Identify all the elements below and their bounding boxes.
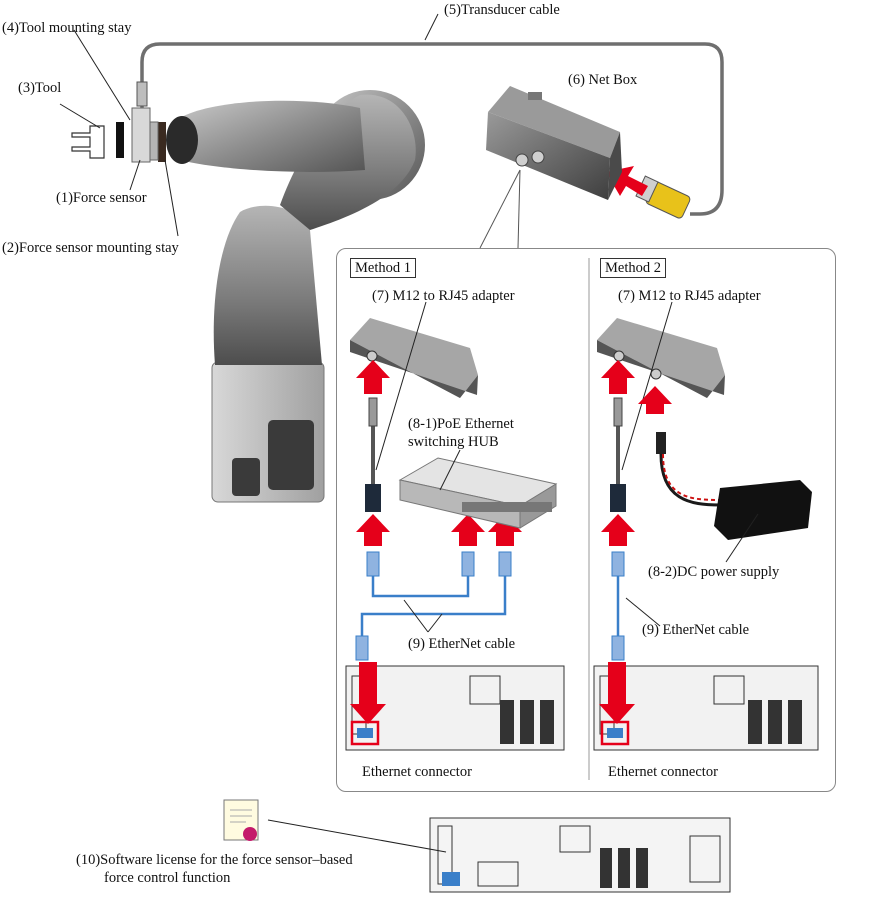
main-controller bbox=[429, 817, 731, 893]
method1-connector-label: Ethernet connector bbox=[362, 764, 472, 780]
label-transducer-cable: (5)Transducer cable bbox=[444, 2, 560, 18]
method2-power-label: (8-2)DC power supply bbox=[648, 564, 780, 580]
method1-cable-label: (9) EtherNet cable bbox=[408, 636, 516, 652]
m1-arrow-b bbox=[356, 514, 390, 546]
m1-arrow-c bbox=[451, 514, 485, 546]
m2-arrow-c bbox=[601, 514, 635, 546]
method1-netbox bbox=[350, 318, 478, 398]
method2-adapter-label: (7) M12 to RJ45 adapter bbox=[618, 288, 761, 304]
m2-ethernet-cable bbox=[611, 551, 625, 661]
robot-arm bbox=[166, 90, 425, 503]
method2-connector-label: Ethernet connector bbox=[608, 764, 718, 780]
transducer-connector bbox=[635, 175, 691, 219]
method2-netbox bbox=[597, 318, 725, 398]
method1-title: Method 1 bbox=[350, 258, 416, 278]
label-tool: (3)Tool bbox=[18, 80, 62, 96]
label-force-sensor: (1)Force sensor bbox=[56, 190, 147, 206]
method2-title: Method 2 bbox=[600, 258, 666, 278]
label-force-sensor-mounting-stay: (2)Force sensor mounting stay bbox=[2, 240, 179, 256]
label-software-license-2: force control function bbox=[104, 870, 231, 886]
method1-adapter-label: (7) M12 to RJ45 adapter bbox=[372, 288, 515, 304]
certificate-icon bbox=[223, 799, 259, 841]
poe-hub bbox=[398, 457, 558, 529]
m1-arrow-d bbox=[488, 514, 522, 546]
m1-arrow-down bbox=[350, 662, 386, 724]
m2-arrow-a bbox=[601, 360, 635, 394]
net-box bbox=[486, 86, 622, 200]
m2-arrow-down bbox=[599, 662, 635, 724]
method1-hub-label-2: switching HUB bbox=[408, 434, 499, 450]
m2-arrow-b bbox=[638, 386, 672, 414]
force-sensor-assembly bbox=[71, 107, 166, 163]
label-software-license-1: (10)Software license for the force senso… bbox=[76, 852, 353, 868]
method1-hub-label-1: (8-1)PoE Ethernet bbox=[408, 416, 514, 432]
method2-cable-label: (9) EtherNet cable bbox=[642, 622, 750, 638]
dc-power-supply bbox=[656, 432, 812, 540]
label-net-box: (6) Net Box bbox=[568, 72, 638, 88]
m1-arrow-a bbox=[356, 360, 390, 394]
label-tool-mounting-stay: (4)Tool mounting stay bbox=[2, 20, 132, 36]
m1-ethernet-cable bbox=[355, 551, 512, 661]
transducer-cable bbox=[140, 42, 724, 216]
